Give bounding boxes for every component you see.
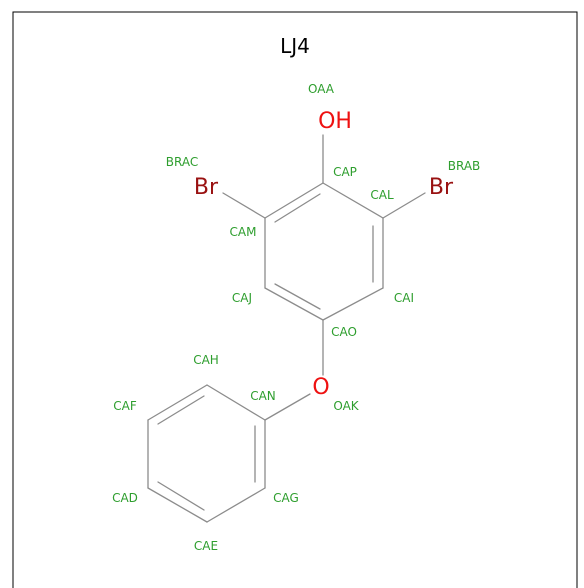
bonds <box>147 134 426 523</box>
bond-cam-cap <box>264 182 324 219</box>
atom-label-brac: BRAC <box>166 155 198 169</box>
atom-label-cal: CAL <box>370 188 394 202</box>
bond-cap-cal <box>322 182 384 219</box>
bond-can-cah <box>206 384 266 421</box>
element-br-left: Br <box>194 175 219 200</box>
bond-inner-cao-caj <box>274 283 321 310</box>
atom-label-caf: CAF <box>113 399 137 413</box>
bond-cao-caj <box>264 287 324 321</box>
atom-labels: OAA CAP BRAC BRAB CAL CAM CAJ CAI CAO CA… <box>112 82 480 553</box>
bond-cad-cae <box>147 487 208 523</box>
atom-label-oak: OAK <box>333 399 359 413</box>
atom-label-can: CAN <box>250 389 276 403</box>
bond-cai-cao <box>322 287 384 321</box>
atom-label-caj: CAJ <box>232 291 252 305</box>
element-o-ether: O <box>312 375 329 400</box>
atom-label-brab: BRAB <box>448 159 481 173</box>
bond-cae-cag <box>206 487 266 523</box>
atom-label-cag: CAG <box>273 491 299 505</box>
bond-cah-caf <box>147 384 208 421</box>
element-symbols: OH Br Br O <box>194 109 454 400</box>
bond-inner-cah-caf <box>157 395 205 425</box>
element-oh: OH <box>318 109 352 134</box>
atom-label-cai: CAI <box>394 291 414 305</box>
atom-label-oaa: OAA <box>308 82 335 96</box>
atom-label-cah: CAH <box>193 353 219 367</box>
bond-inner-cad-cae <box>157 481 205 511</box>
molecule-title: LJ4 <box>280 34 310 58</box>
bond-cam-br <box>222 192 266 219</box>
diagram-border <box>12 11 578 588</box>
atom-label-cao: CAO <box>331 325 357 339</box>
atom-label-cap: CAP <box>333 165 357 179</box>
bond-inner-cap-cam <box>274 193 321 223</box>
element-br-right: Br <box>429 175 454 200</box>
atom-label-cad: CAD <box>112 491 138 505</box>
atom-label-cae: CAE <box>194 539 218 553</box>
atom-label-cam: CAM <box>230 225 257 239</box>
bond-o-can <box>264 393 311 421</box>
bond-cal-br <box>382 192 426 219</box>
